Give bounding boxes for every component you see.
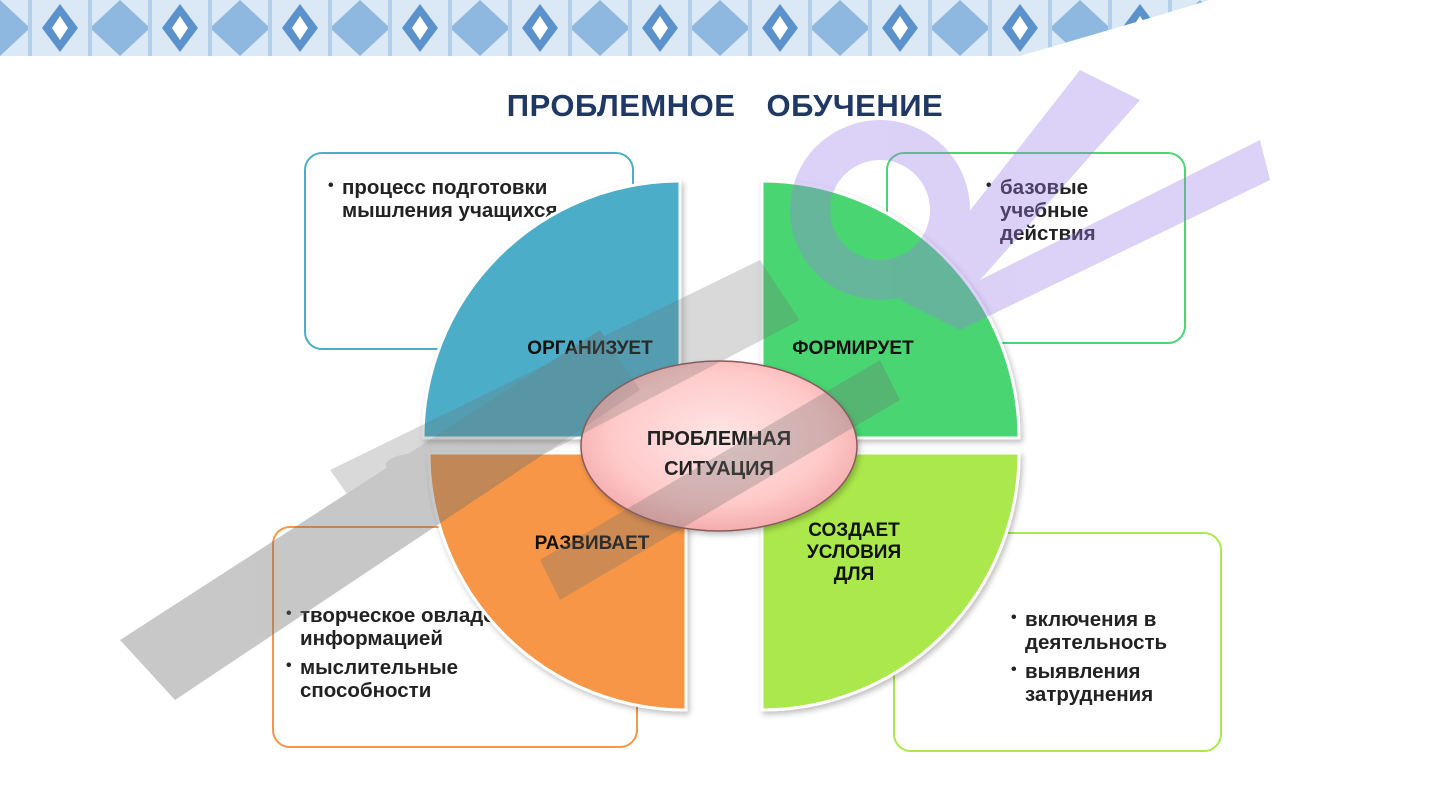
quadrant-label-bottom-right-line: СОЗДАЕТ (808, 520, 900, 541)
quadrant-bottom-left (427, 451, 688, 712)
decorative-banner (0, 0, 1440, 56)
center-label-line: ПРОБЛЕМНАЯ (646, 428, 792, 450)
quadrant-label-top-right: ФОРМИРУЕТ (792, 338, 914, 359)
center-ellipse (580, 360, 858, 532)
center-label-line: СИТУАЦИЯ (664, 458, 774, 480)
quadrant-top-left (421, 179, 682, 440)
box-bottom-right-item: включения в деятельность (1011, 606, 1211, 654)
box-bottom-right-item: выявления затруднения (1011, 658, 1211, 706)
box-top-left-item: процесс подготовки мышления учащихся (328, 174, 628, 222)
quadrant-label-bottom-right-line: ДЛЯ (833, 564, 875, 585)
center-label: ПРОБЛЕМНАЯ СИТУАЦИЯ (590, 424, 848, 484)
quadrant-label-top-left: ОРГАНИЗУЕТ (527, 338, 653, 359)
box-top-right-item: базовые учебные действия (986, 174, 1156, 245)
quadrant-bottom-right (760, 451, 1021, 712)
quadrant-label-bottom-right: СОЗДАЕТ УСЛОВИЯ ДЛЯ (774, 520, 934, 586)
quadrant-label-bottom-right-line: УСЛОВИЯ (806, 542, 902, 563)
box-bottom-left-item: мыслительные способности (286, 654, 510, 702)
box-bottom-right: включения в деятельность выявления затру… (893, 532, 1222, 752)
box-bottom-left-item: творческое овладение информацией (286, 602, 666, 650)
quadrant-top-right (760, 179, 1021, 440)
page-title: ПРОБЛЕМНОЕ ОБУЧЕНИЕ (506, 88, 944, 123)
quadrant-label-bottom-left: РАЗВИВАЕТ (534, 533, 650, 554)
